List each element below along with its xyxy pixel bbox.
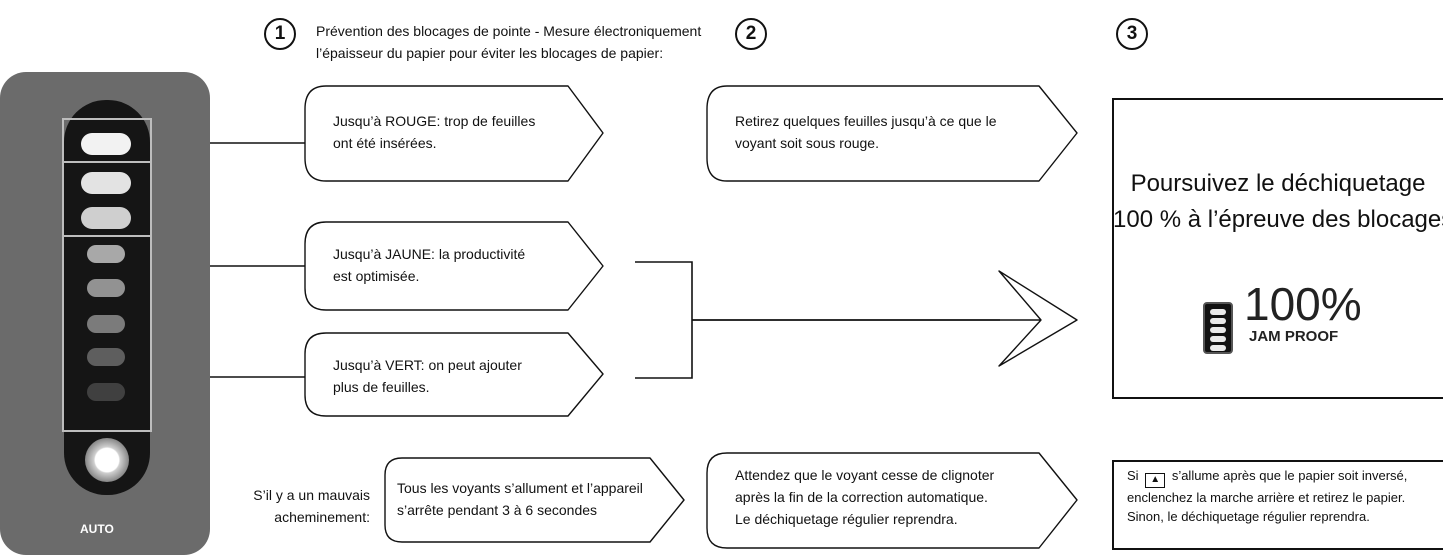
led-indicator-strip (64, 100, 150, 495)
note-line-1-pre: Si (1127, 468, 1139, 483)
result-line-1: Poursuivez le déchiquetage (1130, 170, 1426, 197)
step-1-icon: 1 (264, 18, 296, 50)
reverse-icon: ▲ (1145, 473, 1166, 488)
misfeed-state-callout-shape (384, 457, 685, 543)
yellow-zone-frame (62, 161, 152, 237)
red-zone-frame (62, 118, 152, 163)
note-text: Si ▲ s’allume après que le papier soit i… (1127, 466, 1407, 526)
red-action-line-1: Retirez quelques feuilles jusqu’à ce que… (735, 113, 997, 129)
yellow-callout-shape (304, 221, 604, 311)
red-level-line-1: Jusqu’à ROUGE: trop de feuilles (333, 113, 536, 129)
result-percent: 100% (1244, 278, 1362, 330)
yellow-level-line-2: est optimisée. (333, 268, 420, 284)
result-box (1112, 98, 1443, 399)
jam-proof-meter-icon (1203, 302, 1233, 354)
note-line-1-post: s’allume après que le papier soit invers… (1171, 468, 1408, 483)
step-3-icon: 3 (1116, 18, 1148, 50)
auto-label: AUTO (80, 522, 114, 536)
green-callout-shape (304, 332, 604, 417)
led-green-1 (87, 245, 125, 263)
step-2-icon: 2 (735, 18, 767, 50)
red-action-line-2: voyant soit sous rouge. (735, 135, 879, 151)
result-line-2: 100 % à l’épreuve des blocages (1113, 206, 1443, 233)
note-line-2: enclenchez la marche arrière et retirez … (1127, 490, 1406, 505)
note-line-1: Si ▲ s’allume après que le papier soit i… (1127, 466, 1407, 488)
green-level-line-2: plus de feuilles. (333, 379, 430, 395)
misfeed-label-line-2: acheminement: (274, 509, 370, 525)
big-arrow-shape (692, 270, 1078, 367)
misfeed-state-line-2: s’arrête pendant 3 à 6 secondes (397, 502, 598, 518)
intro-line-2: l’épaisseur du papier pour éviter les bl… (316, 45, 664, 61)
misfeed-state-line-1: Tous les voyants s’allument et l’apparei… (397, 480, 643, 496)
intro-line-1: Prévention des blocages de pointe - Mesu… (316, 23, 702, 39)
yellow-level-line-1: Jusqu’à JAUNE: la productivité (333, 246, 526, 262)
auto-button-icon[interactable] (85, 438, 129, 482)
wait-callout-shape (706, 452, 1078, 549)
led-red (81, 133, 131, 155)
note-line-3: Sinon, le déchiquetage régulier reprendr… (1127, 509, 1370, 524)
wait-line-1: Attendez que le voyant cesse de clignote… (735, 467, 995, 483)
note-box (1112, 460, 1443, 550)
green-level-line-1: Jusqu’à VERT: on peut ajouter (333, 357, 522, 373)
led-yellow-2 (81, 207, 131, 229)
result-text: Poursuivez le déchiquetage 100 % à l’épr… (1113, 166, 1443, 238)
red-action-callout-shape (706, 85, 1078, 182)
red-callout-shape (304, 85, 604, 182)
wait-line-2: après la fin de la correction automatiqu… (735, 489, 988, 505)
green-zone-frame (62, 235, 152, 432)
led-green-5 (87, 383, 125, 401)
misfeed-label: S’il y a un mauvais acheminement: (200, 484, 370, 528)
led-green-4 (87, 348, 125, 366)
led-green-3 (87, 315, 125, 333)
led-yellow-1 (81, 172, 131, 194)
misfeed-label-line-1: S’il y a un mauvais (253, 487, 370, 503)
red-level-line-2: ont été insérées. (333, 135, 437, 151)
led-green-2 (87, 279, 125, 297)
wait-line-3: Le déchiquetage régulier reprendra. (735, 511, 958, 527)
result-badge: JAM PROOF (1249, 328, 1339, 345)
